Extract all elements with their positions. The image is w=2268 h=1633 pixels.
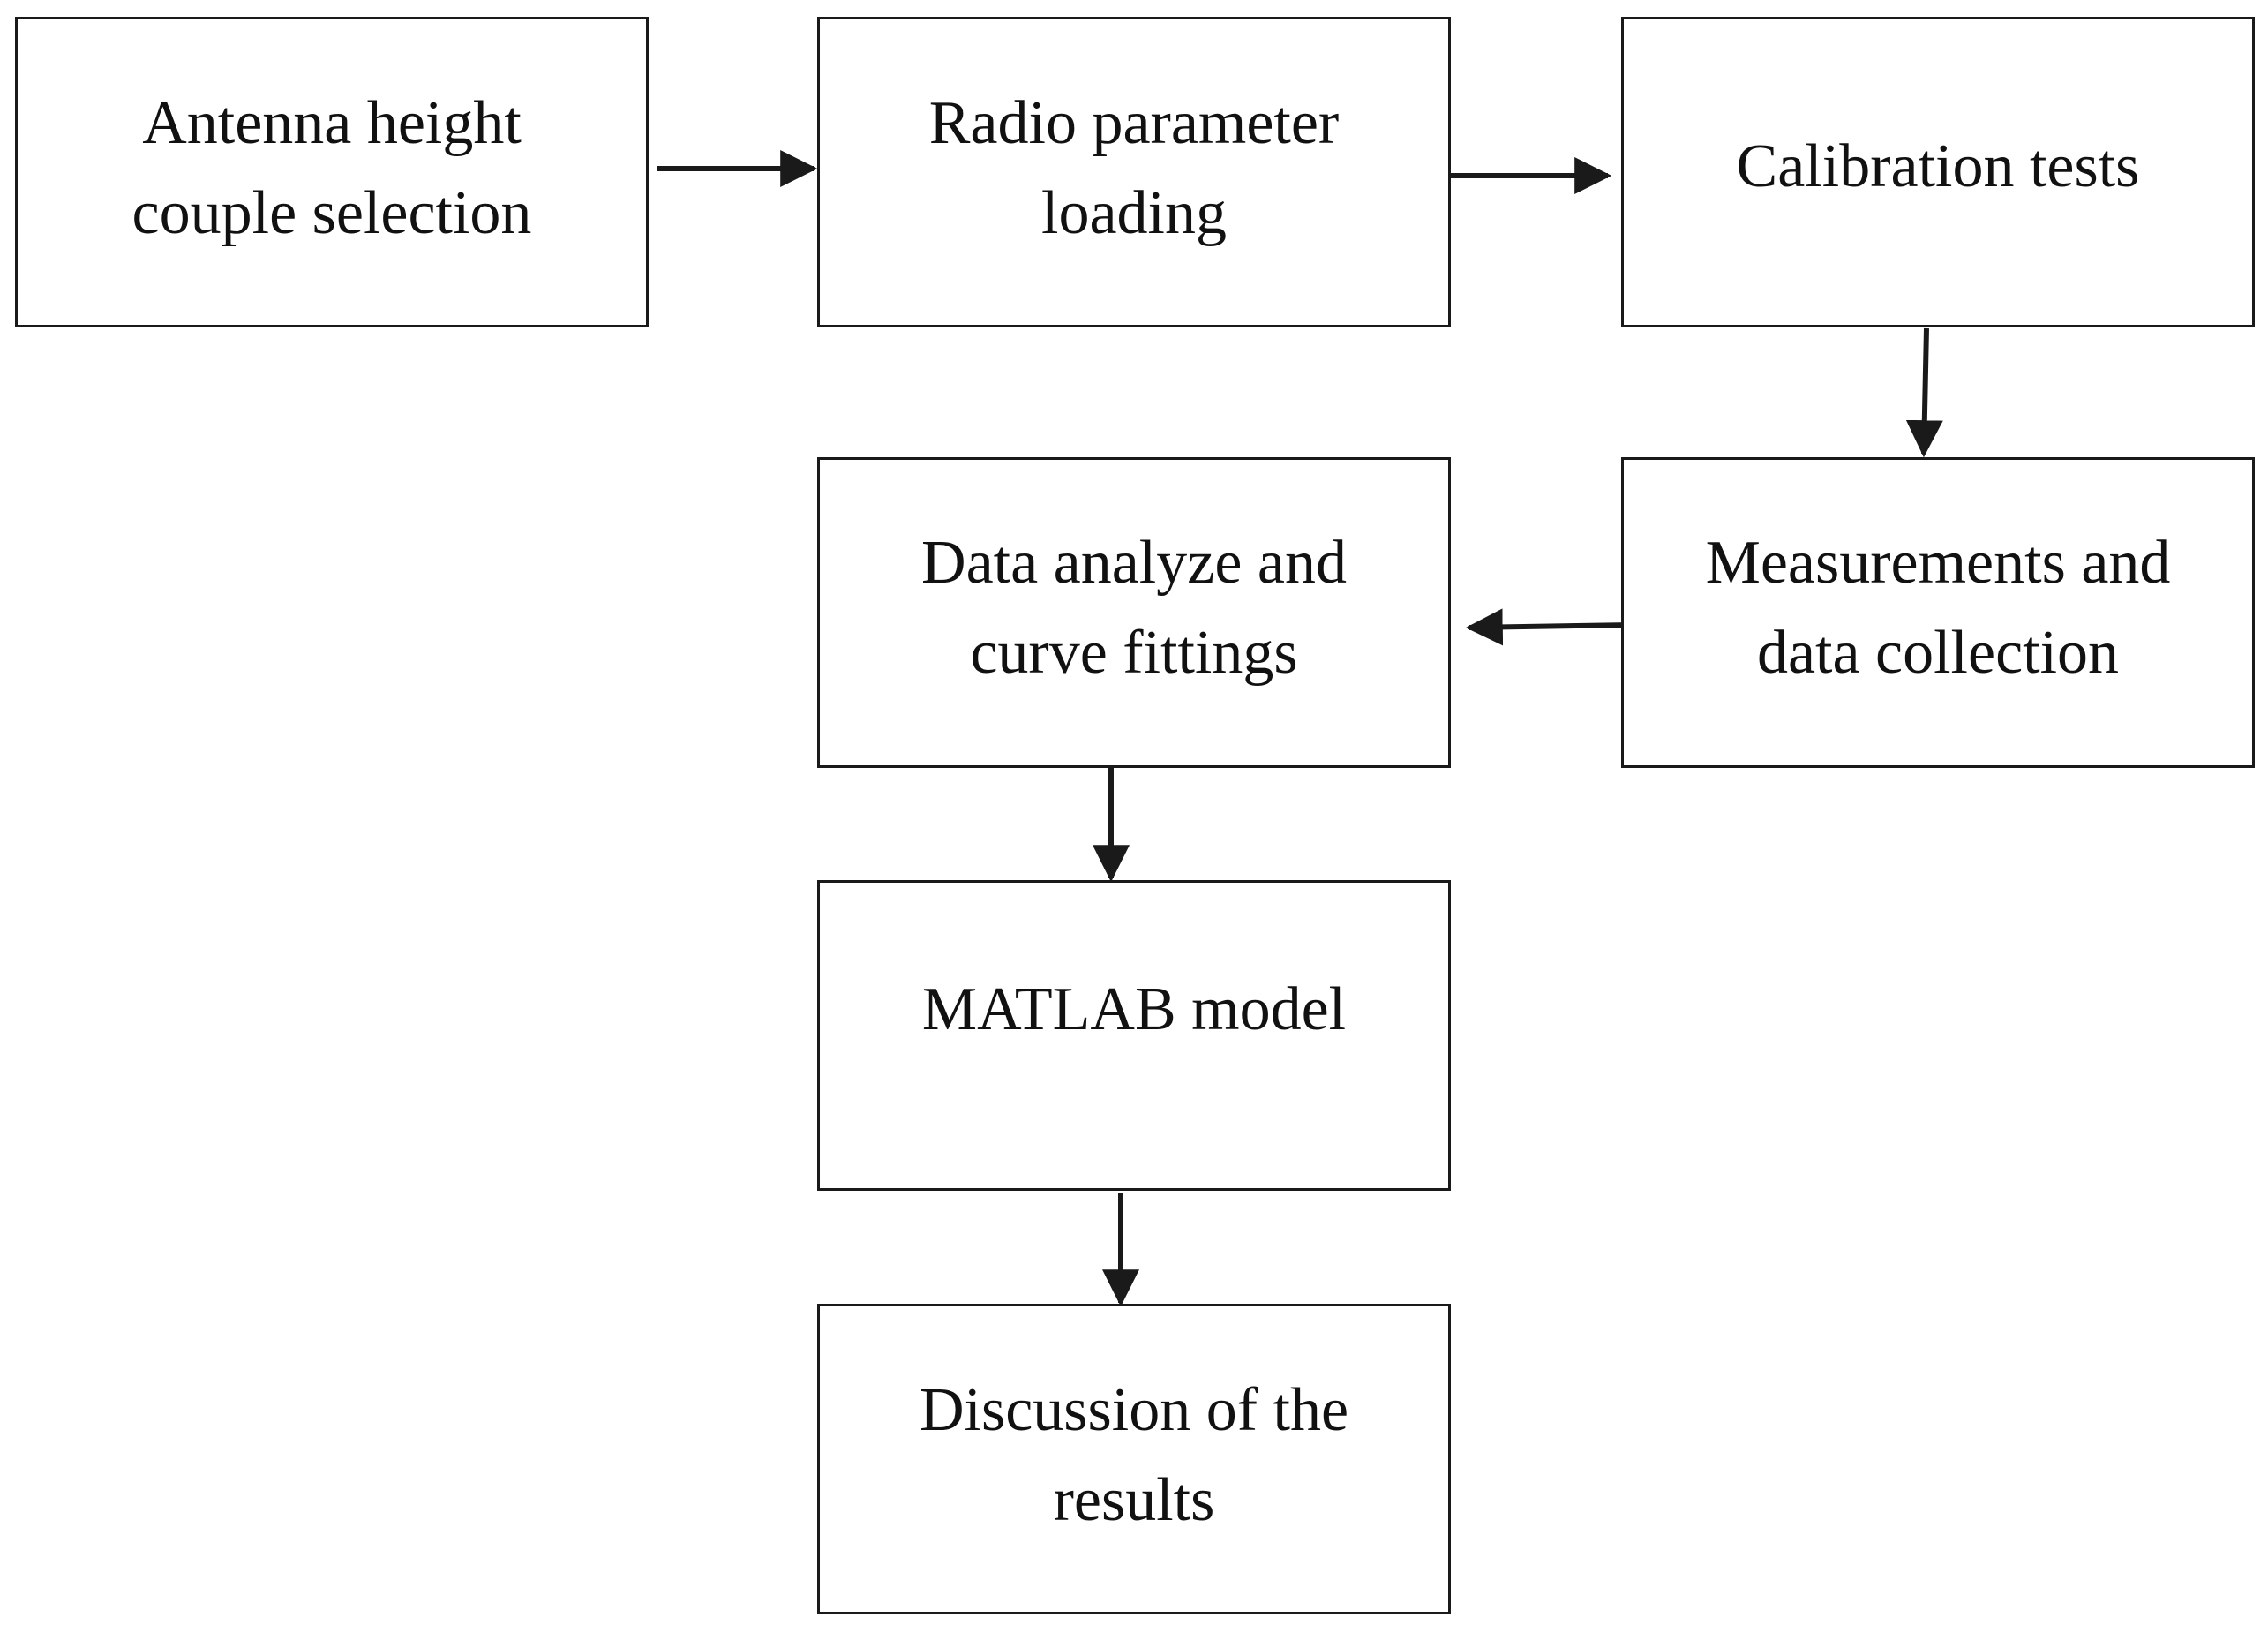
step-label-line: Antenna height bbox=[142, 89, 522, 157]
step-label: Measurements and data collection bbox=[1624, 518, 2252, 698]
arrow-calibration-to-measurements bbox=[1905, 327, 1943, 458]
step-calibration-box: Calibration tests bbox=[1621, 17, 2255, 327]
step-label: Calibration tests bbox=[1624, 122, 2252, 212]
step-label-line: Discussion of the bbox=[919, 1376, 1349, 1444]
step-label: MATLAB model bbox=[820, 965, 1448, 1055]
step-antenna-height-box: Antenna height couple selection bbox=[15, 17, 649, 327]
step-measurements-box: Measurements and data collection bbox=[1621, 457, 2255, 768]
step-discussion-box: Discussion of the results bbox=[817, 1304, 1451, 1614]
step-label-line: Calibration tests bbox=[1736, 132, 2140, 200]
step-label-line: Data analyze and bbox=[921, 529, 1347, 597]
step-label-line: MATLAB model bbox=[921, 975, 1347, 1043]
step-label: Radio parameter loading bbox=[820, 79, 1448, 259]
step-label: Data analyze and curve fittings bbox=[820, 518, 1448, 698]
step-radio-parameter-box: Radio parameter loading bbox=[817, 17, 1451, 327]
step-label-line: couple selection bbox=[131, 179, 532, 247]
step-data-analysis-box: Data analyze and curve fittings bbox=[817, 457, 1451, 768]
step-label-line: data collection bbox=[1756, 619, 2120, 687]
step-label-line: Measurements and bbox=[1705, 529, 2171, 597]
step-label: Antenna height couple selection bbox=[18, 79, 646, 259]
step-label-line: results bbox=[1053, 1466, 1215, 1534]
step-label-line: loading bbox=[1041, 179, 1227, 247]
step-label-line: Radio parameter bbox=[928, 89, 1340, 157]
step-label-line: curve fittings bbox=[970, 619, 1298, 687]
step-label: Discussion of the results bbox=[820, 1366, 1448, 1546]
arrow-measurements-to-analysis bbox=[1465, 608, 1633, 646]
step-matlab-model-box: MATLAB model bbox=[817, 880, 1451, 1191]
